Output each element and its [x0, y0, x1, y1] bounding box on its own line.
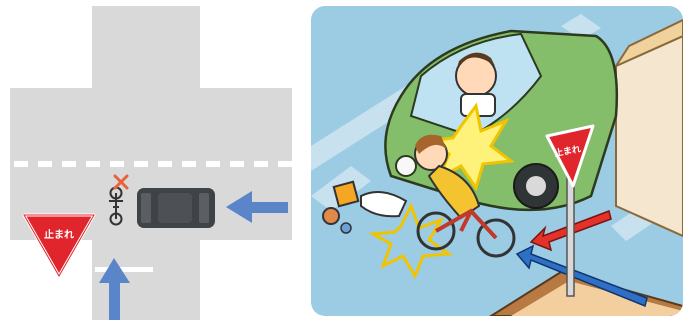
stop-sign-text: 止まれ [44, 228, 74, 241]
intersection-svg: 止まれ [0, 0, 300, 320]
car-icon [137, 188, 215, 228]
intersection-diagram: 止まれ [0, 0, 300, 320]
stop-sign: 止まれ [24, 215, 94, 276]
accident-svg: 止まれ [311, 6, 683, 316]
accident-illustration: 止まれ [311, 6, 683, 316]
stop-line [95, 267, 153, 272]
building [616, 20, 683, 236]
